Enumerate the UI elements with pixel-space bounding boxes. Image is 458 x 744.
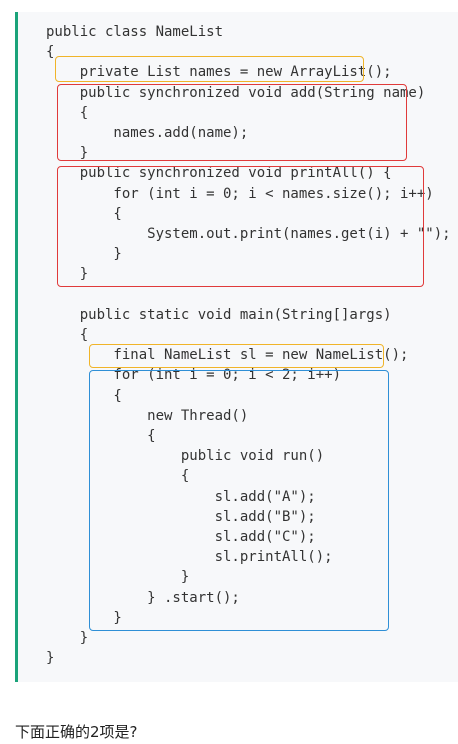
code-line: } (46, 266, 89, 283)
code-line: new Thread() (46, 407, 249, 424)
code-line: final NameList sl = new NameList(); (46, 347, 409, 364)
code-line: public class NameList (46, 24, 224, 40)
code-line: } .start(); (46, 589, 240, 606)
code-line: } (46, 569, 190, 586)
code-line: } (46, 650, 55, 667)
code-line: { (46, 205, 122, 222)
code-line: sl.add("A"); (46, 488, 316, 505)
code-line: for (int i = 0; i < 2; i++) (46, 367, 342, 384)
code-line: private List names = new ArrayList(); (46, 64, 392, 81)
code-line: sl.add("C"); (46, 529, 316, 545)
code-line: public void run() (46, 448, 325, 465)
code-line: { (46, 327, 89, 343)
code-line: System.out.print(names.get(i) + ""); (46, 226, 451, 242)
code-line: { (46, 104, 89, 121)
code-line: { (46, 387, 122, 404)
code-line: } (46, 630, 89, 646)
code-line: } (46, 609, 122, 626)
code-line: { (46, 428, 156, 444)
code-line: names.add(name); (46, 125, 249, 141)
code-line: public static void main(String[]args) (46, 306, 392, 323)
code-line: public synchronized void add(String name… (46, 84, 426, 101)
code-line: sl.printAll(); (46, 549, 333, 566)
code-line: sl.add("B"); (46, 508, 316, 525)
code-line: public synchronized void printAll() { (46, 165, 392, 182)
code-line: } (46, 246, 122, 263)
code-line: for (int i = 0; i < names.size(); i++) (46, 185, 434, 202)
code-line: { (46, 44, 55, 61)
question-text: 下面正确的2项是? (15, 723, 138, 741)
code-line: } (46, 145, 89, 162)
code-line: { (46, 468, 190, 485)
code-block: public class NameList { private List name… (15, 12, 458, 682)
